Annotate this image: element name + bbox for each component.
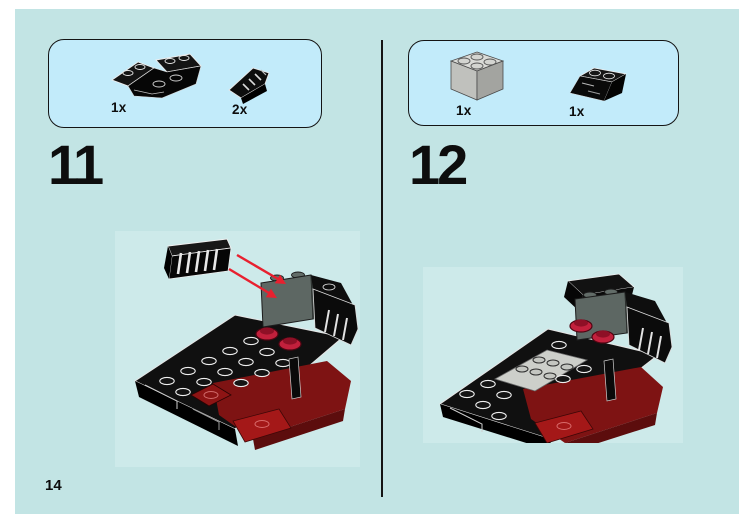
red-deck-tile [190, 383, 232, 407]
part-gray-brick-icon [446, 48, 508, 106]
step-divider-line [381, 40, 383, 497]
parts-callout-step12: 1x 1x [408, 40, 679, 126]
part-black-grille-slope-icon [221, 60, 276, 105]
instruction-page: 1x 2x 11 [15, 9, 739, 514]
part-count-label: 1x [569, 104, 585, 119]
floating-grille-brick [164, 238, 232, 280]
page-number: 14 [45, 477, 62, 494]
step-number: 12 [409, 133, 468, 196]
parts-callout-step11: 1x 2x [48, 39, 322, 128]
step11-assembly-diagram [133, 238, 359, 450]
red-round-plates [255, 327, 302, 351]
part-black-slope-icon [564, 63, 638, 107]
step12-assembly-diagram [438, 273, 673, 443]
deck-studs [459, 340, 592, 421]
rear-black-end [311, 275, 359, 346]
part-black-inverted-slope-icon [104, 46, 209, 106]
part-count-label: 1x [456, 103, 472, 118]
red-base [213, 361, 351, 450]
red-round-plates [569, 319, 615, 344]
step12-assembly-image [423, 267, 683, 443]
step11-assembly-image [115, 231, 360, 467]
black-bar-pillar [603, 358, 617, 402]
deck-studs [159, 336, 291, 397]
part-count-label: 2x [232, 102, 248, 117]
part-count-label: 1x [111, 100, 127, 115]
step-number: 11 [48, 133, 104, 196]
red-base [523, 367, 663, 443]
rear-black-end [625, 292, 673, 364]
gray-plate-added [493, 349, 589, 392]
placement-arrow-icon [228, 253, 286, 298]
black-bar-pillar [288, 356, 302, 400]
